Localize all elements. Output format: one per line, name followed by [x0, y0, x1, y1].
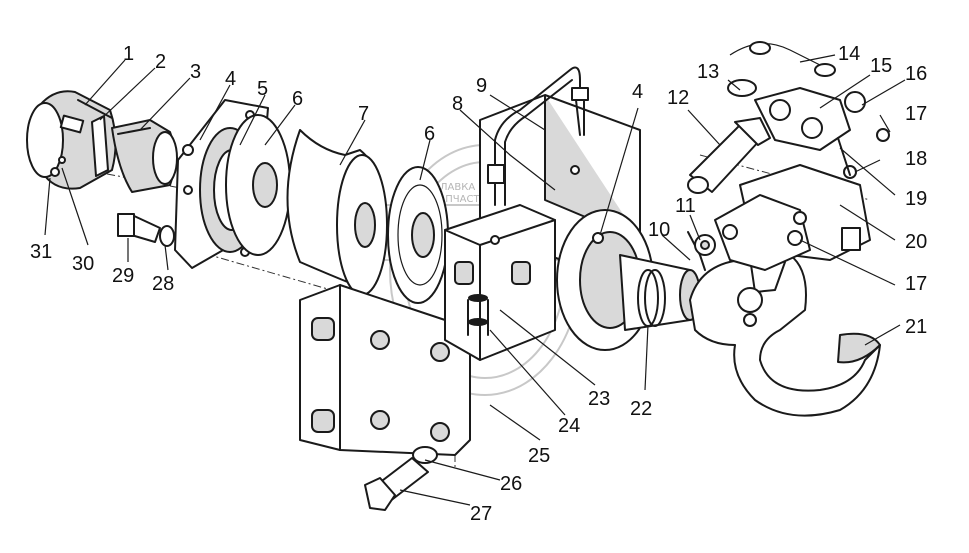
callout-12: 12: [667, 87, 689, 109]
bolt-29: [117, 213, 175, 247]
callout-20: 20: [905, 231, 927, 253]
callout-27: 27: [470, 503, 492, 525]
callout-19: 19: [905, 188, 927, 210]
tow-hook: [689, 249, 881, 417]
callout-7: 7: [358, 103, 369, 125]
callout-13: 13: [697, 61, 719, 83]
callout-6: 6: [292, 88, 303, 110]
callout-9: 9: [476, 75, 487, 97]
callout-2: 2: [155, 51, 166, 73]
callout-6-second: 6: [424, 123, 435, 145]
callout-30: 30: [72, 253, 94, 275]
callout-3: 3: [190, 61, 201, 83]
key-pin: [91, 115, 109, 177]
callout-15: 15: [870, 55, 892, 77]
callout-21: 21: [905, 316, 927, 338]
callout-18: 18: [905, 148, 927, 170]
latch-housing: [714, 164, 871, 271]
cotter-pin: [687, 231, 716, 271]
mounting-plate: [299, 284, 471, 456]
washer-disc-right: [387, 166, 449, 304]
bolt-27: [364, 446, 438, 511]
callout-1: 1: [123, 43, 134, 65]
callout-29: 29: [112, 265, 134, 287]
callout-5: 5: [257, 78, 268, 100]
rubber-damper: [286, 129, 388, 296]
callout-17-second: 17: [905, 273, 927, 295]
callout-25: 25: [528, 445, 550, 467]
callout-17: 17: [905, 103, 927, 125]
callout-11: 11: [675, 195, 696, 217]
callout-26: 26: [500, 473, 522, 495]
callout-24: 24: [558, 415, 580, 437]
chain: [727, 41, 836, 97]
leader-lines: [44, 54, 906, 506]
callout-labels: 1 2 3 4 5 6 7 6 8 9 4 12 13 14 15 16 17 …: [30, 43, 927, 525]
callout-16: 16: [905, 63, 927, 85]
callout-31: 31: [30, 241, 52, 263]
washer-disc-left: [225, 114, 291, 256]
callout-22: 22: [630, 398, 652, 420]
watermark-line1: ЛАВКА: [440, 182, 475, 193]
callout-10: 10: [648, 219, 670, 241]
callout-28: 28: [152, 273, 174, 295]
small-screws: [50, 156, 66, 177]
shaft: [619, 254, 701, 331]
callout-23: 23: [588, 388, 610, 410]
watermark-line2: ЗАПЧАСТЕЙ: [432, 192, 493, 205]
callout-14: 14: [838, 43, 860, 65]
latch-lever: [754, 87, 866, 176]
callout-8: 8: [452, 93, 463, 115]
king-pin: [687, 117, 771, 194]
center-spring: [467, 294, 489, 336]
bushing: [111, 119, 178, 193]
callout-4: 4: [225, 68, 236, 90]
ring-17: [876, 128, 890, 142]
callout-4-second: 4: [632, 81, 643, 103]
